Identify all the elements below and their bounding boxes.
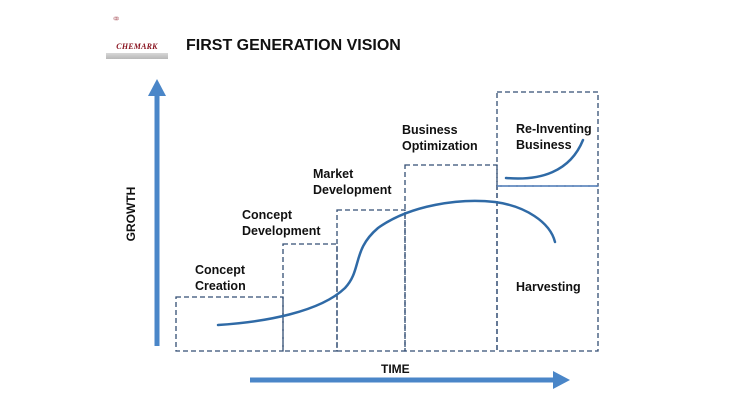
- chemark-logo-icon: [113, 16, 119, 21]
- stage-label-business-optimization: Business Optimization: [402, 123, 478, 153]
- time-axis-arrowhead: [553, 371, 570, 389]
- stage-box-harvesting: [496, 185, 599, 352]
- stage-label-market-development: Market Development: [313, 167, 392, 197]
- growth-curve: [216, 199, 557, 327]
- reinvention-curve: [504, 138, 585, 180]
- logo-underline: [106, 53, 168, 59]
- page-title: FIRST GENERATION VISION: [186, 37, 401, 54]
- stage-label-re-inventing-business: Re-Inventing Business: [516, 122, 592, 152]
- growth-axis-arrowhead: [148, 79, 166, 96]
- logo-wordmark: CHEMARK: [116, 42, 158, 51]
- stage-label-harvesting: Harvesting: [516, 280, 581, 294]
- time-axis-label: TIME: [381, 362, 410, 376]
- stage-label-concept-creation: Concept Creation: [195, 263, 246, 293]
- stage-box-market-development: [336, 209, 406, 352]
- stage-box-business-optimization: [404, 164, 498, 352]
- stage-label-concept-development: Concept Development: [242, 208, 321, 238]
- stage-box-re-inventing-business: [496, 91, 599, 187]
- growth-axis-label: GROWTH: [124, 186, 138, 242]
- stage-box-concept-development: [282, 243, 338, 352]
